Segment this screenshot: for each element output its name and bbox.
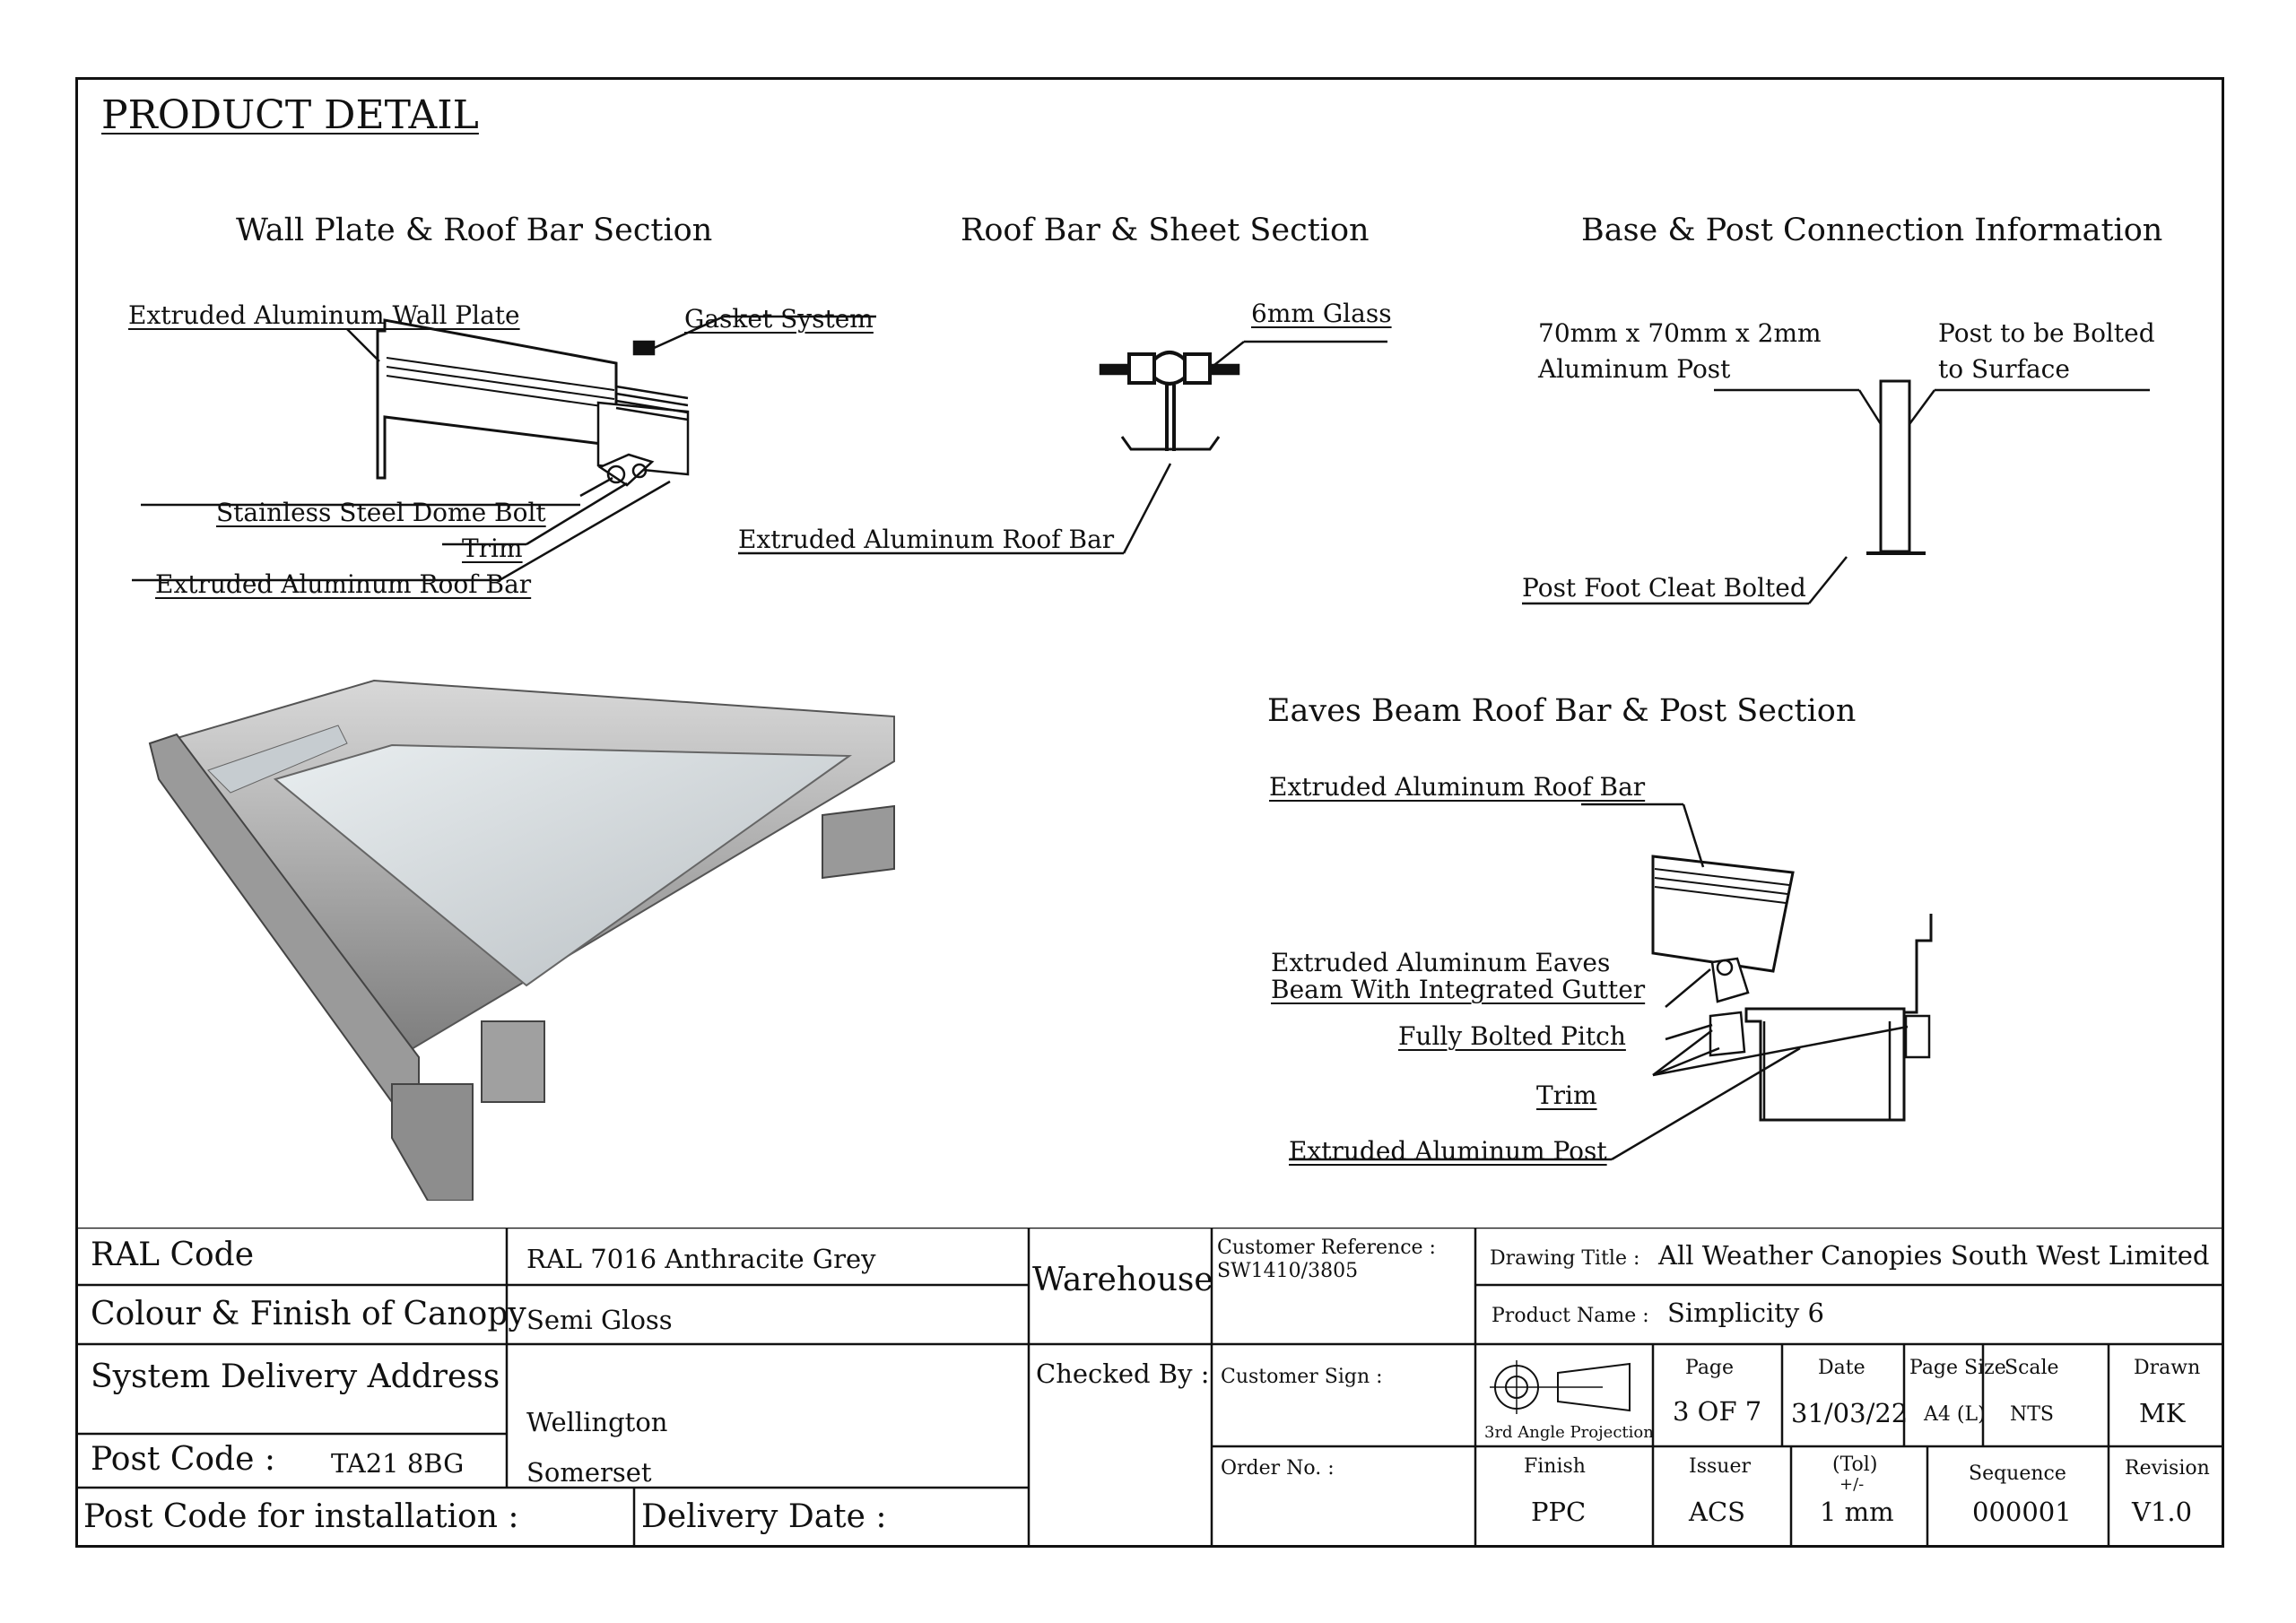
canopy-rendering: [148, 679, 895, 1201]
roof-bar-drawing: [738, 340, 1387, 555]
bolted-label-1: Post to be Bolted: [1938, 318, 2155, 348]
trim-label: Trim: [462, 534, 523, 563]
eaves-beam-label-2: Beam With Integrated Gutter: [1271, 975, 1646, 1004]
date-value: 31/03/22: [1791, 1398, 1909, 1428]
pitch-label: Fully Bolted Pitch: [1398, 1021, 1626, 1051]
roof-bar-section-label: Extruded Aluminum Roof Bar: [738, 525, 1115, 554]
base-post-heading: Base & Post Connection Information: [1581, 213, 2163, 248]
product-name-label: Product Name :: [1492, 1305, 1649, 1327]
tol-value: 1 mm: [1820, 1497, 1894, 1527]
tol-sub: +/-: [1839, 1475, 1865, 1494]
customer-sign-label: Customer Sign :: [1221, 1366, 1383, 1388]
page-size-value: A4 (L): [1924, 1403, 1986, 1426]
drawing-sheet: PRODUCT DETAIL Wall Plate & Roof Bar Sec…: [75, 77, 2224, 1548]
wall-plate-heading: Wall Plate & Roof Bar Section: [236, 213, 713, 248]
wall-plate-label: Extruded Aluminum Wall Plate: [128, 300, 520, 330]
drawing-title-label: Drawing Title :: [1490, 1247, 1640, 1270]
warehouse-label: Warehouse: [1032, 1262, 1213, 1298]
customer-ref-label: Customer Reference :: [1217, 1237, 1436, 1259]
issuer-label: Issuer: [1689, 1455, 1751, 1478]
order-no-label: Order No. :: [1221, 1457, 1335, 1480]
dome-bolt-label: Stainless Steel Dome Bolt: [216, 498, 546, 527]
address-line-1: Wellington: [526, 1407, 668, 1437]
drawing-title-value: All Weather Canopies South West Limited: [1658, 1240, 2210, 1271]
finish-label: Finish: [1524, 1455, 1586, 1478]
product-name-value: Simplicity 6: [1667, 1298, 1824, 1328]
revision-value: V1.0: [2132, 1497, 2193, 1527]
drawn-label: Drawn: [2134, 1357, 2201, 1379]
roof-bar-heading: Roof Bar & Sheet Section: [961, 213, 1370, 248]
glass-label: 6mm Glass: [1251, 299, 1392, 328]
postcode-value: TA21 8BG: [331, 1448, 465, 1479]
post-material-label: Aluminum Post: [1538, 354, 1731, 384]
eaves-roof-bar-label: Extruded Aluminum Roof Bar: [1269, 772, 1646, 802]
line-art: [132, 315, 2150, 1161]
sequence-value: 000001: [1972, 1497, 2072, 1527]
issuer-value: ACS: [1689, 1497, 1745, 1527]
customer-ref-value: SW1410/3805: [1217, 1260, 1359, 1282]
address-line-2: Somerset: [526, 1457, 652, 1488]
scale-value: NTS: [2010, 1403, 2054, 1426]
page-size-label: Page Size: [1909, 1357, 2006, 1379]
post-size-label: 70mm x 70mm x 2mm: [1538, 318, 1822, 348]
scale-label: Scale: [2005, 1357, 2059, 1379]
eaves-drawing: [1289, 803, 1933, 1161]
eaves-trim-label: Trim: [1536, 1081, 1597, 1110]
eaves-post-label: Extruded Aluminum Post: [1289, 1136, 1607, 1166]
bolted-label-2: to Surface: [1938, 354, 2070, 384]
colour-value: Semi Gloss: [526, 1305, 673, 1335]
ral-code-label: RAL Code: [91, 1237, 255, 1273]
page-value: 3 OF 7: [1673, 1396, 1762, 1427]
install-postcode-label: Post Code for installation :: [83, 1498, 519, 1535]
checked-by-label: Checked By :: [1036, 1358, 1210, 1389]
ral-code-value: RAL 7016 Anthracite Grey: [526, 1244, 876, 1274]
delivery-label: System Delivery Address: [91, 1358, 500, 1395]
revision-label: Revision: [2125, 1457, 2210, 1480]
tol-label: (Tol): [1832, 1454, 1878, 1476]
gasket-label: Gasket System: [684, 304, 874, 334]
wall-plate-drawing: [132, 315, 876, 582]
finish-value: PPC: [1531, 1497, 1587, 1527]
sequence-label: Sequence: [1969, 1462, 2066, 1485]
postcode-label: Post Code :: [91, 1441, 275, 1478]
page-title: PRODUCT DETAIL: [101, 92, 479, 138]
title-block: RAL Code RAL 7016 Anthracite Grey Colour…: [78, 1228, 2222, 1545]
drawn-value: MK: [2139, 1398, 2186, 1428]
delivery-date-label: Delivery Date :: [641, 1498, 887, 1535]
page-label: Page: [1685, 1357, 1735, 1379]
eaves-heading: Eaves Beam Roof Bar & Post Section: [1267, 693, 1857, 729]
colour-label: Colour & Finish of Canopy: [91, 1296, 526, 1332]
title-block-grid: [78, 1228, 2222, 1545]
roof-bar-label: Extruded Aluminum Roof Bar: [155, 569, 532, 599]
foot-cleat-label: Post Foot Cleat Bolted: [1522, 573, 1806, 603]
eaves-beam-label-1: Extruded Aluminum Eaves: [1271, 948, 1611, 977]
date-label: Date: [1818, 1357, 1866, 1379]
base-post-drawing: [1522, 379, 2150, 605]
projection-label: 3rd Angle Projection: [1484, 1423, 1654, 1442]
